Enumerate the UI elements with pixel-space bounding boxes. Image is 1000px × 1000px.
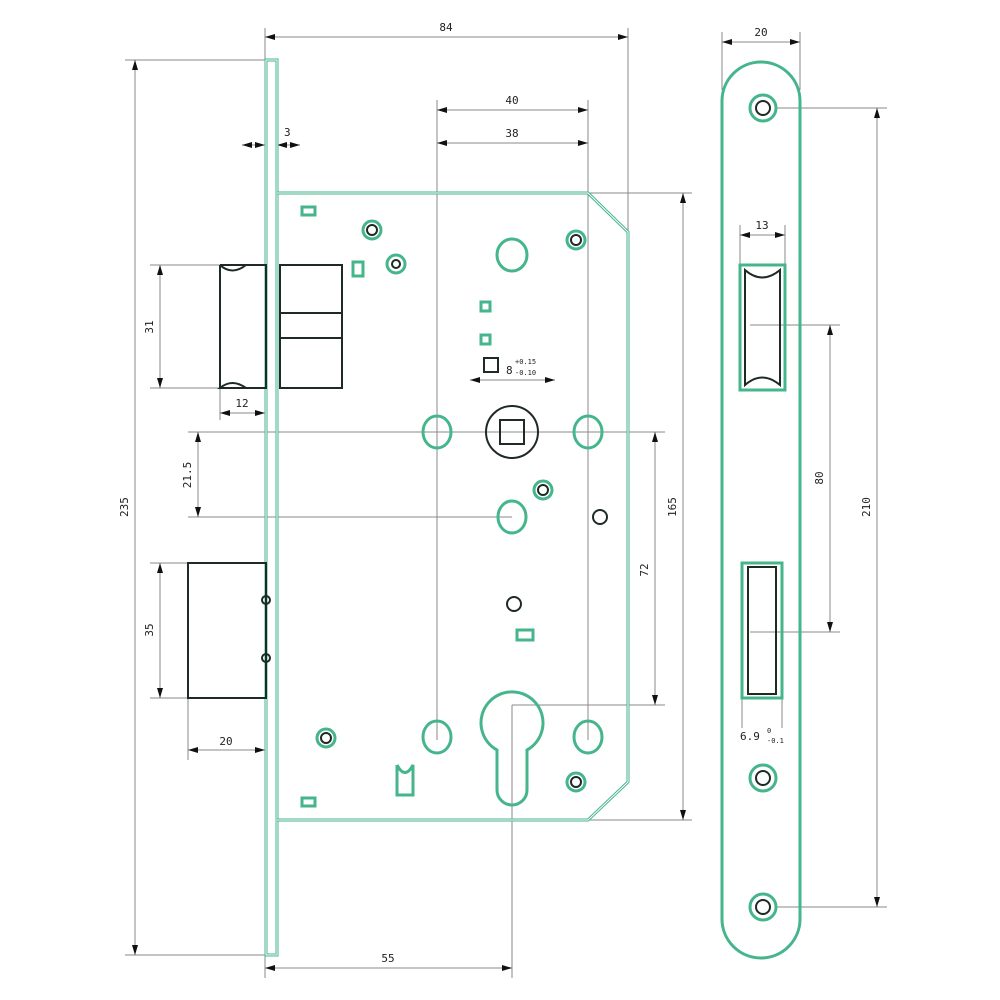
holes (421, 237, 604, 755)
spindle-tol-up: +0.15 (515, 358, 536, 366)
latch-bolt (217, 264, 343, 389)
spindle-hub (483, 357, 539, 459)
dim-strike-210: 210 (860, 497, 873, 517)
dim-spindle-8: 8 (506, 364, 513, 377)
strike-tol-down: -0.1 (767, 737, 784, 745)
dim-12: 12 (235, 397, 248, 410)
dim-235: 235 (118, 497, 131, 517)
dim-3: 3 (284, 126, 291, 139)
dim-84: 84 (439, 21, 453, 34)
screws (315, 219, 608, 793)
dim-35: 35 (143, 623, 156, 636)
spindle-tol-down: -0.10 (515, 369, 536, 377)
dim-72: 72 (638, 563, 651, 576)
strike-plate (720, 60, 802, 960)
dim-strike-6-9: 6.9 (740, 730, 760, 743)
dim-strike-80: 80 (813, 471, 826, 484)
dead-bolt (187, 562, 271, 699)
dim-55: 55 (381, 952, 394, 965)
dim-20: 20 (219, 735, 232, 748)
slots (300, 205, 535, 808)
dimension-labels: 84 3 40 38 235 31 12 21.5 35 20 55 165 7… (118, 21, 873, 965)
dim-21-5: 21.5 (181, 462, 194, 489)
dim-strike-20: 20 (754, 26, 767, 39)
dim-31: 31 (143, 320, 156, 333)
dimension-lines (132, 34, 880, 971)
strike-tol-up: 0 (767, 727, 771, 735)
dim-38: 38 (505, 127, 518, 140)
lock-case (264, 58, 630, 957)
dim-strike-13: 13 (755, 219, 768, 232)
dim-40: 40 (505, 94, 518, 107)
cylinder-cutout (479, 690, 545, 807)
dim-165: 165 (666, 497, 679, 517)
